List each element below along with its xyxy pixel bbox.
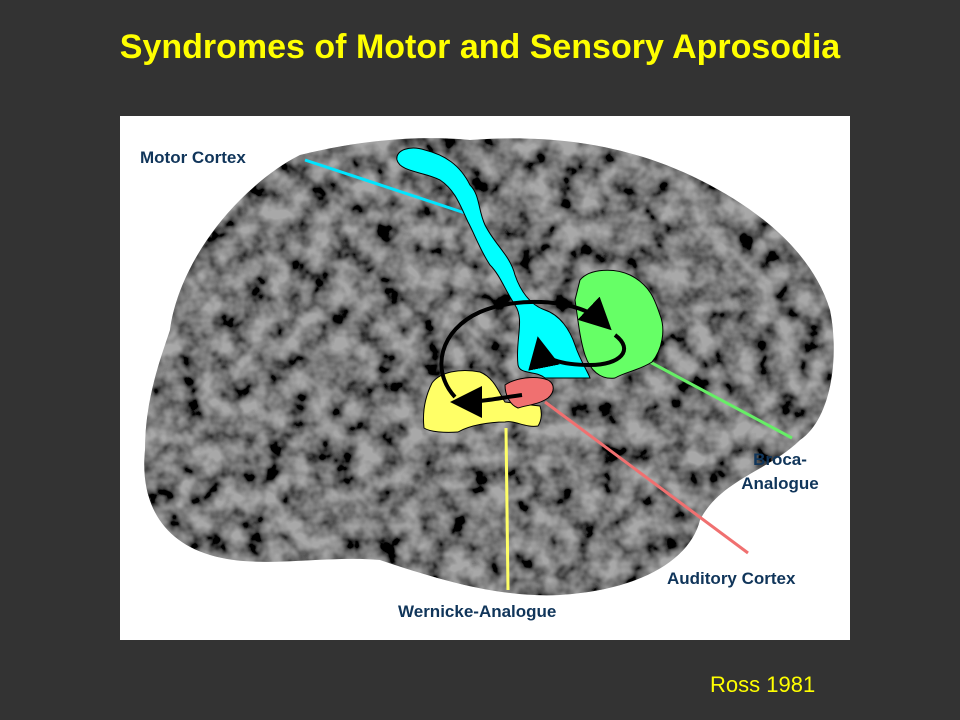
label-auditory-cortex: Auditory Cortex: [667, 569, 796, 588]
label-motor-cortex: Motor Cortex: [140, 148, 246, 167]
auditory-leader: [544, 400, 749, 555]
auditory-cortex-region: [504, 377, 554, 409]
slide-title: Syndromes of Motor and Sensory Aprosodia: [119, 28, 841, 66]
broca-loop-arrow: [528, 333, 627, 371]
citation: Ross 1981: [710, 672, 816, 697]
wernicke-leader: [504, 427, 510, 591]
feedback-arrow-large: [439, 296, 612, 399]
label-broca-line1: Broca-: [753, 450, 807, 469]
motor-cortex-region: [396, 147, 591, 379]
label-wernicke-analogue: Wernicke-Analogue: [398, 602, 557, 621]
broca-leader: [649, 360, 793, 440]
label-broca-analogue: Broca- Analogue: [725, 448, 835, 496]
motor-cortex-leader: [304, 158, 466, 215]
brain-shape: [144, 138, 834, 596]
auditory-to-wernicke-arrow: [450, 385, 523, 418]
label-broca-line2: Analogue: [741, 474, 819, 493]
